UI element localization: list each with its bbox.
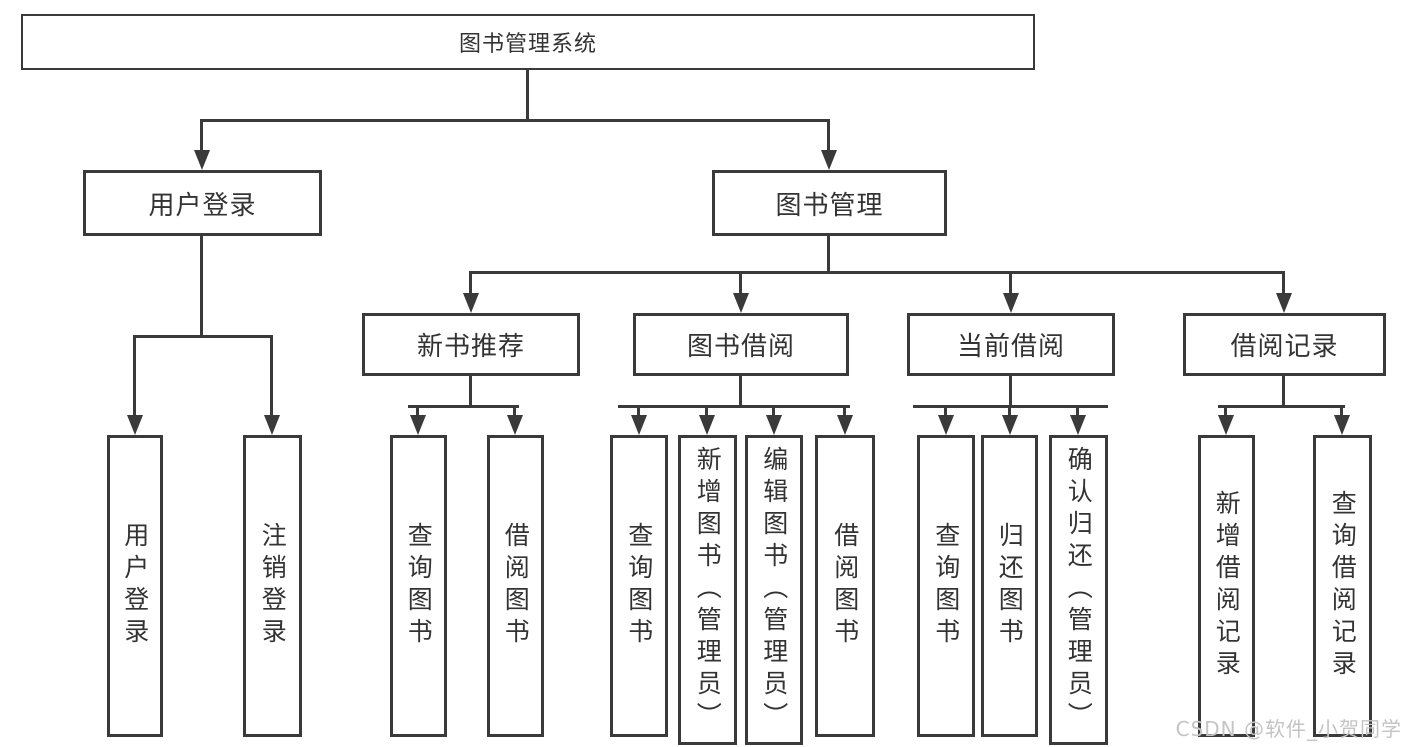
leaf-borrow-query-books: 查询图书 (610, 435, 668, 737)
connector-line (1340, 405, 1343, 419)
leaf-logout-label: 注销登录 (258, 522, 288, 650)
arrow-down-icon (631, 415, 647, 435)
node-user-login: 用户登录 (83, 170, 322, 236)
connector-line (1282, 271, 1285, 296)
node-user-login-label: 用户登录 (148, 190, 257, 221)
arrow-down-icon (410, 415, 426, 435)
arrow-down-icon (821, 150, 837, 170)
connector-line (408, 405, 519, 408)
leaf-user-login-label: 用户登录 (120, 522, 150, 650)
connector-line (200, 119, 203, 153)
arrow-down-icon (1218, 415, 1234, 435)
connector-line (270, 335, 273, 417)
connector-line (913, 405, 1108, 408)
node-book-management-label: 图书管理 (775, 190, 884, 221)
arrow-down-icon (733, 293, 749, 313)
connector-line (827, 236, 830, 273)
arrow-down-icon (1276, 293, 1292, 313)
arrow-down-icon (699, 415, 715, 435)
node-book-management: 图书管理 (712, 170, 947, 236)
connector-line (469, 271, 472, 296)
watermark: CSDN @软件_小贺同学 (1175, 717, 1402, 741)
node-new-book-recommendation-label: 新书推荐 (416, 332, 525, 362)
connector-line (618, 405, 850, 408)
leaf-current-confirm-return-admin-label: 确认归还（管理员） (1064, 446, 1094, 734)
connector-line (1009, 271, 1012, 296)
leaf-records-query-record-label: 查询借阅记录 (1328, 490, 1358, 682)
node-current-borrowing: 当前借阅 (907, 313, 1115, 376)
leaf-current-confirm-return-admin: 确认归还（管理员） (1049, 435, 1108, 745)
leaf-current-return-books-label: 归还图书 (995, 522, 1025, 650)
node-book-borrowing: 图书借阅 (633, 313, 849, 376)
connector-line (843, 405, 846, 419)
connector-line (1224, 405, 1227, 419)
leaf-borrow-borrow-books-label: 借阅图书 (830, 522, 860, 650)
node-root-label: 图书管理系统 (458, 32, 597, 57)
arrow-down-icon (463, 293, 479, 313)
arrow-down-icon (1002, 415, 1018, 435)
connector-line (772, 405, 775, 419)
node-book-borrowing-label: 图书借阅 (686, 332, 795, 362)
arrow-down-icon (938, 415, 954, 435)
connector-line (200, 236, 203, 337)
connector-line (416, 405, 419, 419)
connector-line (1076, 405, 1079, 419)
leaf-records-add-record-label: 新增借阅记录 (1212, 490, 1242, 682)
leaf-current-return-books: 归还图书 (981, 435, 1038, 737)
arrow-down-icon (507, 415, 523, 435)
leaf-newrec-query-books-label: 查询图书 (404, 522, 434, 650)
leaf-newrec-borrow-books-label: 借阅图书 (501, 522, 531, 650)
connector-line (739, 271, 742, 296)
leaf-borrow-edit-book-admin-label: 编辑图书（管理员） (759, 446, 789, 734)
leaf-records-add-record: 新增借阅记录 (1198, 435, 1255, 737)
leaf-current-query-books: 查询图书 (917, 435, 975, 737)
leaf-records-query-record: 查询借阅记录 (1313, 435, 1372, 737)
arrow-down-icon (1070, 415, 1086, 435)
node-current-borrowing-label: 当前借阅 (956, 332, 1065, 362)
connector-line (469, 271, 1285, 274)
connector-line (637, 405, 640, 419)
leaf-borrow-query-books-label: 查询图书 (624, 522, 654, 650)
arrow-down-icon (766, 415, 782, 435)
connector-line (1282, 376, 1285, 407)
arrow-down-icon (127, 415, 143, 435)
connector-line (739, 376, 742, 407)
leaf-borrow-edit-book-admin: 编辑图书（管理员） (745, 435, 803, 745)
arrow-down-icon (1003, 293, 1019, 313)
leaf-newrec-borrow-books: 借阅图书 (487, 435, 544, 737)
arrow-down-icon (264, 415, 280, 435)
leaf-newrec-query-books: 查询图书 (390, 435, 447, 737)
connector-line (133, 335, 136, 417)
node-new-book-recommendation: 新书推荐 (362, 313, 580, 376)
leaf-user-login: 用户登录 (107, 435, 163, 737)
connector-line (1008, 405, 1011, 419)
connector-line (133, 335, 273, 338)
connector-line (200, 119, 830, 122)
leaf-borrow-borrow-books: 借阅图书 (815, 435, 875, 737)
connector-line (827, 119, 830, 153)
node-borrowing-records-label: 借阅记录 (1230, 332, 1339, 362)
node-root: 图书管理系统 (21, 14, 1035, 70)
arrow-down-icon (194, 150, 210, 170)
connector-line (526, 70, 529, 120)
connector-line (944, 405, 947, 419)
leaf-logout: 注销登录 (243, 435, 302, 737)
connector-line (469, 376, 472, 407)
connector-line (1009, 376, 1012, 407)
connector-line (705, 405, 708, 419)
leaf-current-query-books-label: 查询图书 (931, 522, 961, 650)
connector-line (513, 405, 516, 419)
leaf-borrow-add-book-admin-label: 新增图书（管理员） (693, 446, 723, 734)
connector-line (1218, 405, 1345, 408)
arrow-down-icon (837, 415, 853, 435)
arrow-down-icon (1334, 415, 1350, 435)
node-borrowing-records: 借阅记录 (1183, 313, 1386, 376)
leaf-borrow-add-book-admin: 新增图书（管理员） (678, 435, 737, 745)
